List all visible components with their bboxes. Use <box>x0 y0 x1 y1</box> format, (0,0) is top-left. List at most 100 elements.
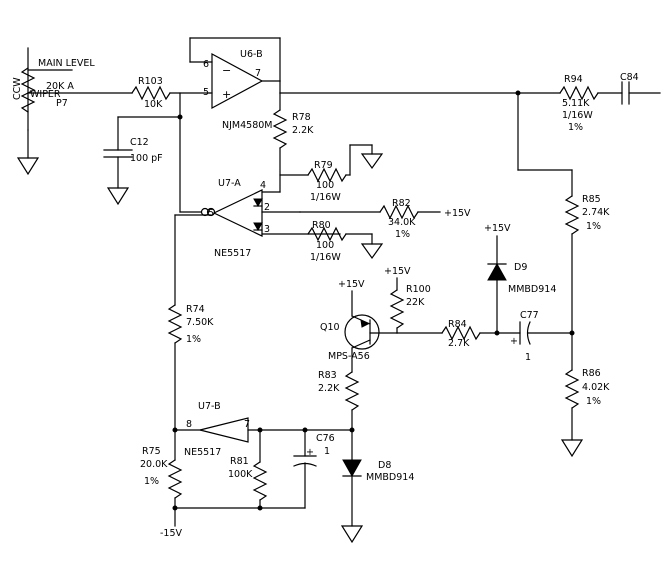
u6b-pin7: 7 <box>255 68 261 79</box>
ota-u7a-bias-diodes <box>253 198 263 232</box>
pot-ccw-label: CCW <box>12 77 23 100</box>
pot-ref-label: P7 <box>56 98 68 109</box>
resistor-r80 <box>307 226 347 242</box>
r94-ref: R94 <box>564 74 583 85</box>
resistor-r74 <box>167 304 183 344</box>
u6b-part: NJM4580M <box>222 120 272 131</box>
resistor-r94 <box>559 85 599 101</box>
resistor-r78 <box>272 109 288 149</box>
opamp-u6b <box>189 37 281 110</box>
r82-ref: R82 <box>392 198 411 209</box>
resistor-r103 <box>131 85 171 101</box>
r79-power: 1/16W <box>310 192 341 203</box>
resistor-r86 <box>564 369 580 409</box>
pot-value-label: 20K A <box>46 81 74 92</box>
r79-ref: R79 <box>314 160 333 171</box>
ground-symbol-pot <box>16 129 40 176</box>
r94-power: 1/16W <box>562 110 593 121</box>
main-level-label: MAIN LEVEL <box>38 58 95 69</box>
pot-wiper-label: WIPER <box>30 89 61 100</box>
r74-tolerance: 1% <box>186 334 201 345</box>
capacitor-c77 <box>519 321 573 345</box>
r84-value: 2.7K <box>448 338 470 349</box>
r75-value: 20.0K <box>140 459 168 470</box>
c77-ref: C77 <box>520 310 539 321</box>
r80-ref: R80 <box>312 220 331 231</box>
r86-tolerance: 1% <box>586 396 601 407</box>
r100-rail: +15V <box>384 266 411 277</box>
q10-ref: Q10 <box>320 322 340 333</box>
d9-rail: +15V <box>484 223 511 234</box>
c76-plus: + <box>306 447 314 458</box>
c12-ref: C12 <box>130 137 149 148</box>
u7a-pin5: 5 <box>208 208 214 219</box>
diode-d8 <box>342 459 362 478</box>
r78-ref: R78 <box>292 112 311 123</box>
c77-plus: + <box>510 336 518 347</box>
r94-value: 5.11K <box>562 98 590 109</box>
u7a-ref: U7-A <box>218 178 241 189</box>
potentiometer-p7 <box>20 47 73 131</box>
resistor-r82 <box>379 204 419 220</box>
resistor-r84 <box>441 325 481 341</box>
r75-tolerance: 1% <box>144 476 159 487</box>
r103-value: 10K <box>144 99 163 110</box>
u7a-pin3: 3 <box>264 224 270 235</box>
c76-value: 1 <box>324 446 330 457</box>
diode-d9 <box>487 262 507 281</box>
r79-value: 100 <box>316 180 334 191</box>
resistor-r75 <box>167 459 183 499</box>
u7b-part: NE5517 <box>184 447 221 458</box>
c76-ref: C76 <box>316 433 335 444</box>
resistor-r81 <box>252 461 268 501</box>
u7a-part: NE5517 <box>214 248 251 259</box>
resistor-r79 <box>307 167 347 183</box>
r100-ref: R100 <box>406 284 431 295</box>
u7a-pin4: 4 <box>260 180 266 191</box>
c84-ref: C84 <box>620 72 639 83</box>
capacitor-c12 <box>103 116 133 206</box>
r75-ref: R75 <box>142 446 161 457</box>
r86-ref: R86 <box>582 368 601 379</box>
u6b-pin6: 6 <box>203 59 209 70</box>
r74-ref: R74 <box>186 304 205 315</box>
r74-value: 7.50K <box>186 317 214 328</box>
r80-value: 100 <box>316 240 334 251</box>
r78-value: 2.2K <box>292 125 314 136</box>
r82-rail: +15V <box>444 208 471 219</box>
resistor-r85 <box>564 195 580 235</box>
d8-part: MMBD914 <box>366 472 414 483</box>
u7a-pin2: 2 <box>264 202 270 213</box>
r81-ref: R81 <box>230 456 249 467</box>
neg-rail-label: -15V <box>160 528 183 539</box>
r94-tolerance: 1% <box>568 122 583 133</box>
r86-value: 4.02K <box>582 382 610 393</box>
u6b-pin5: 5 <box>203 87 209 98</box>
resistor-r100 <box>389 289 405 329</box>
c77-value: 1 <box>525 352 531 363</box>
d8-ref: D8 <box>378 460 391 471</box>
r84-ref: R84 <box>448 319 467 330</box>
r83-value: 2.2K <box>318 383 340 394</box>
d9-ref: D9 <box>514 262 527 273</box>
u6b-ref: U6-B <box>240 49 263 60</box>
r81-value: 100K <box>228 469 253 480</box>
r85-ref: R85 <box>582 194 601 205</box>
capacitor-c84 <box>621 81 661 105</box>
q10-part: MPS-A56 <box>328 351 370 362</box>
r82-value: 34.0K <box>388 217 416 228</box>
r82-tolerance: 1% <box>395 229 410 240</box>
transistor-q10 <box>344 314 398 350</box>
d9-part: MMBD914 <box>508 284 556 295</box>
u7b-pin8: 8 <box>186 419 192 430</box>
c12-value: 100 pF <box>130 153 163 164</box>
svg-text:−: − <box>222 64 231 77</box>
q10-rail: +15V <box>338 279 365 290</box>
r100-value: 22K <box>406 297 425 308</box>
r85-value: 2.74K <box>582 207 610 218</box>
resistor-r83 <box>344 371 360 411</box>
r103-ref: R103 <box>138 76 163 87</box>
r85-tolerance: 1% <box>586 221 601 232</box>
svg-text:+: + <box>222 88 231 101</box>
